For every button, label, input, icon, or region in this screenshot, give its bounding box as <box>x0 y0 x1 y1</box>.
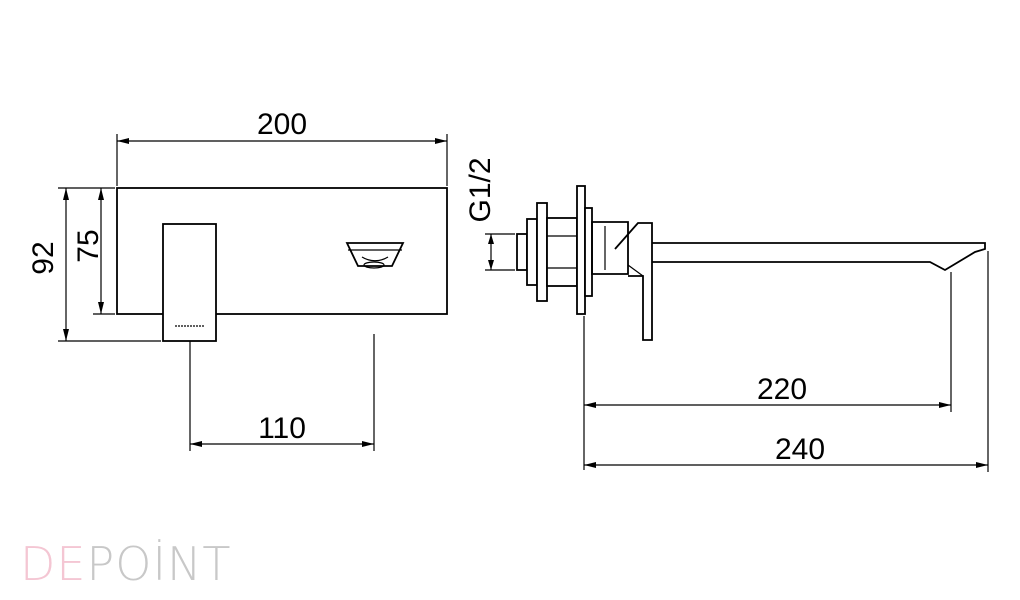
front-view <box>116 187 448 342</box>
dim-front-height-plate: 75 <box>72 188 115 315</box>
depoint-logo: DEPOİNT <box>20 537 232 591</box>
svg-text:DEPOİNT: DEPOİNT <box>20 537 232 591</box>
dim-front-width: 200 <box>116 108 448 186</box>
logo-part-de: DE <box>20 537 87 591</box>
side-handle <box>614 222 653 341</box>
dim-front-height-total-label: 92 <box>27 241 60 274</box>
dim-side-thread-label: G1/2 <box>464 157 497 222</box>
side-body <box>591 221 629 275</box>
side-wall-plate <box>576 185 586 315</box>
logo-part-point: POİNT <box>87 537 232 591</box>
side-view <box>516 185 986 341</box>
dim-front-handle-to-spout: 110 <box>189 334 375 451</box>
dim-front-height-total: 92 <box>27 187 161 342</box>
dim-front-width-label: 200 <box>257 108 307 141</box>
front-wall-plate <box>116 187 448 315</box>
dim-side-spout-reach: 220 <box>583 272 952 470</box>
dim-side-thread: G1/2 <box>464 157 515 271</box>
front-handle <box>162 223 217 342</box>
side-thread-inlet <box>516 233 528 271</box>
dim-side-total-depth: 240 <box>584 251 989 472</box>
dim-front-height-plate-label: 75 <box>72 229 105 262</box>
dim-side-total-depth-label: 240 <box>775 433 825 466</box>
side-mounting-flange <box>536 202 548 302</box>
dim-front-handle-to-spout-label: 110 <box>258 412 306 445</box>
front-spout-outlet <box>345 242 405 269</box>
dim-side-spout-reach-label: 220 <box>757 373 807 406</box>
side-spout <box>652 242 986 272</box>
